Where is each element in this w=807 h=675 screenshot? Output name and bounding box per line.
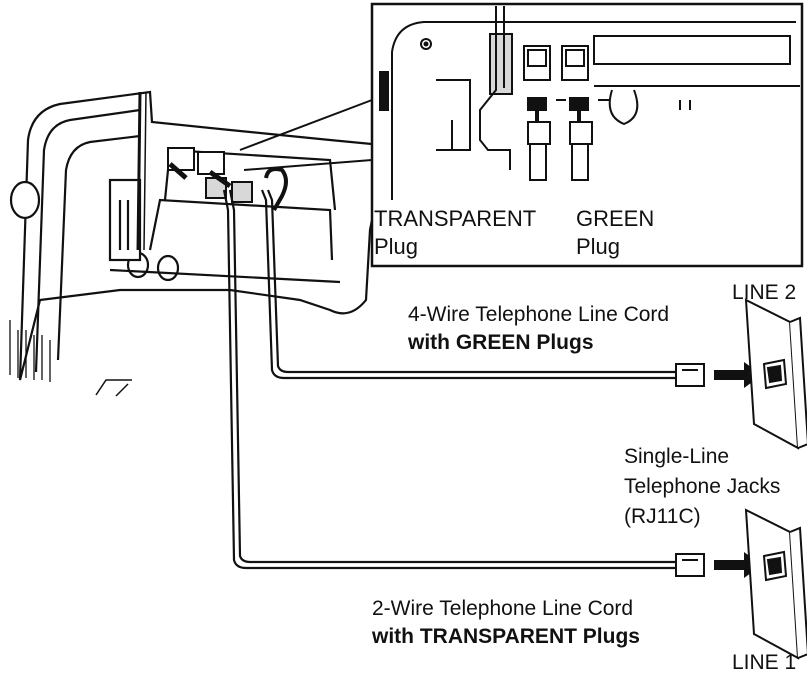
two-wire-cord xyxy=(222,189,676,570)
four-wire-cord-plug-label: with GREEN Plugs xyxy=(408,331,594,354)
line2-label: LINE 2 xyxy=(732,281,797,304)
plug-line1 xyxy=(675,553,705,577)
jack-line2 xyxy=(744,298,807,450)
inset-callout xyxy=(239,99,373,171)
two-wire-cord-label: 2-Wire Telephone Line Cord xyxy=(372,597,634,620)
green-plug-label: GREEN xyxy=(576,206,655,231)
line1-label: LINE 1 xyxy=(732,651,797,674)
four-wire-cord xyxy=(260,189,676,380)
jack-line1 xyxy=(744,508,807,660)
jack-caption-line1: Single-Line xyxy=(624,445,730,468)
transparent-plug-label: TRANSPARENT xyxy=(374,206,537,231)
inset-box xyxy=(370,2,804,268)
four-wire-cord-label: 4-Wire Telephone Line Cord xyxy=(408,303,670,326)
base-jacks xyxy=(167,147,288,211)
jack-caption-line3: (RJ11C) xyxy=(624,505,701,528)
two-wire-cord-plug-label: with TRANSPARENT Plugs xyxy=(372,625,640,648)
telephone-base xyxy=(9,90,380,397)
green-plug-sublabel: Plug xyxy=(576,234,621,259)
transparent-plug-sublabel: Plug xyxy=(374,234,419,259)
plug-line2 xyxy=(675,363,705,387)
jack-caption-line2: Telephone Jacks xyxy=(624,475,781,498)
